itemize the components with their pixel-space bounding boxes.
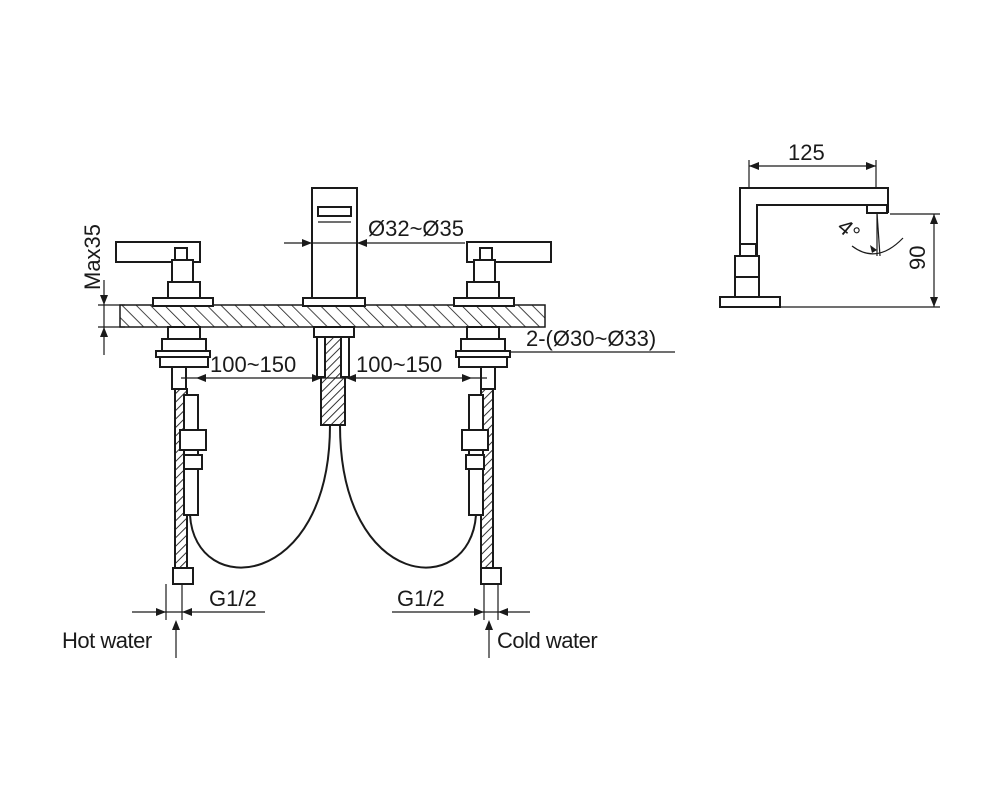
dim-angle: 4° <box>833 212 904 257</box>
thread-left-label: G1/2 <box>209 586 257 611</box>
dim-thread-right: G1/2 <box>392 584 530 620</box>
hot-water-callout: Hot water <box>62 620 180 658</box>
handle-holes-label: 2-(Ø30~Ø33) <box>526 326 656 351</box>
cold-water-label: Cold water <box>497 628 597 653</box>
thread-right-label: G1/2 <box>397 586 445 611</box>
hose-loop-right <box>339 424 477 569</box>
height-label: 90 <box>905 246 930 270</box>
angle-label: 4° <box>833 214 865 247</box>
dim-spacing: 100~150 100~150 <box>181 352 487 382</box>
right-handle-valve <box>453 241 552 585</box>
front-view: Max35 Ø32~Ø35 2-(Ø30~Ø33) 100~150 100~15… <box>62 187 675 658</box>
dim-thread-left: G1/2 <box>132 584 265 620</box>
dim-max-height: Max35 <box>80 224 125 355</box>
dim-height: 90 <box>780 213 940 308</box>
spacing-left-label: 100~150 <box>210 352 296 377</box>
reach-label: 125 <box>788 140 825 165</box>
side-base-plate <box>719 296 781 308</box>
countertop-section <box>119 304 546 328</box>
hose-loop-left <box>189 424 331 569</box>
max-height-label: Max35 <box>80 224 105 290</box>
dim-handle-holes: 2-(Ø30~Ø33) <box>510 326 675 353</box>
left-handle-valve <box>115 241 214 585</box>
side-spout-body <box>739 187 889 271</box>
spout-hole-label: Ø32~Ø35 <box>368 216 464 241</box>
dim-reach: 125 <box>748 140 877 188</box>
spacing-right-label: 100~150 <box>356 352 442 377</box>
spout-body <box>302 187 366 426</box>
dim-spout-hole: Ø32~Ø35 <box>284 216 465 247</box>
side-view: 125 90 4° <box>719 140 940 308</box>
hot-water-label: Hot water <box>62 628 152 653</box>
cold-water-callout: Cold water <box>485 620 598 658</box>
